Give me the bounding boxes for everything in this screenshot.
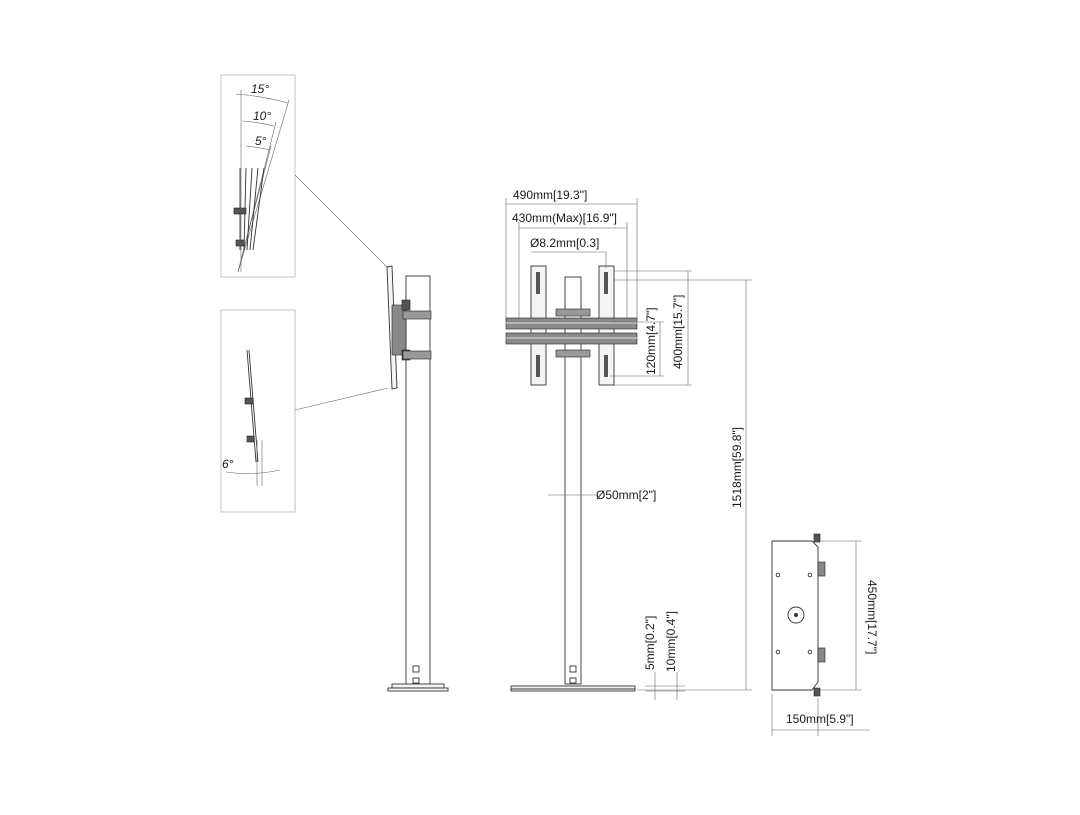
front-view — [505, 265, 638, 692]
tilt-down-detail-box: 6° — [220, 309, 296, 513]
angle-6-label: 6° — [222, 457, 234, 471]
tilt-detail-box: 15° 10° 5° — [220, 74, 296, 278]
height-400-label: 400mm[15.7"] — [671, 295, 685, 369]
angle-5-label: 5° — [255, 134, 267, 148]
base-top-view — [771, 533, 826, 697]
width-overall-label: 490mm[19.3"] — [513, 188, 587, 202]
height-120-label: 120mm[4.7"] — [644, 307, 658, 375]
width-max-label: 430mm(Max)[16.9"] — [512, 211, 617, 225]
hole-diameter-label: Ø8.2mm[0.3] — [530, 236, 599, 250]
detail-leader-top — [294, 174, 389, 269]
base-length-label: 450mm[17.7"] — [865, 580, 879, 654]
total-height-label: 1518mm[59.8"] — [730, 427, 744, 508]
front-dimensions — [505, 198, 752, 700]
side-view — [386, 265, 449, 692]
base-width-label: 150mm[5.9"] — [786, 712, 854, 726]
pole-diameter-label: Ø50mm[2"] — [596, 488, 656, 502]
angle-10-label: 10° — [253, 109, 271, 123]
base-5mm-label: 5mm[0.2"] — [643, 616, 657, 670]
angle-15-label: 15° — [251, 82, 269, 96]
detail-leader-bottom — [294, 387, 389, 411]
base-dimensions — [771, 540, 870, 736]
base-10mm-label: 10mm[0.4"] — [664, 611, 678, 672]
